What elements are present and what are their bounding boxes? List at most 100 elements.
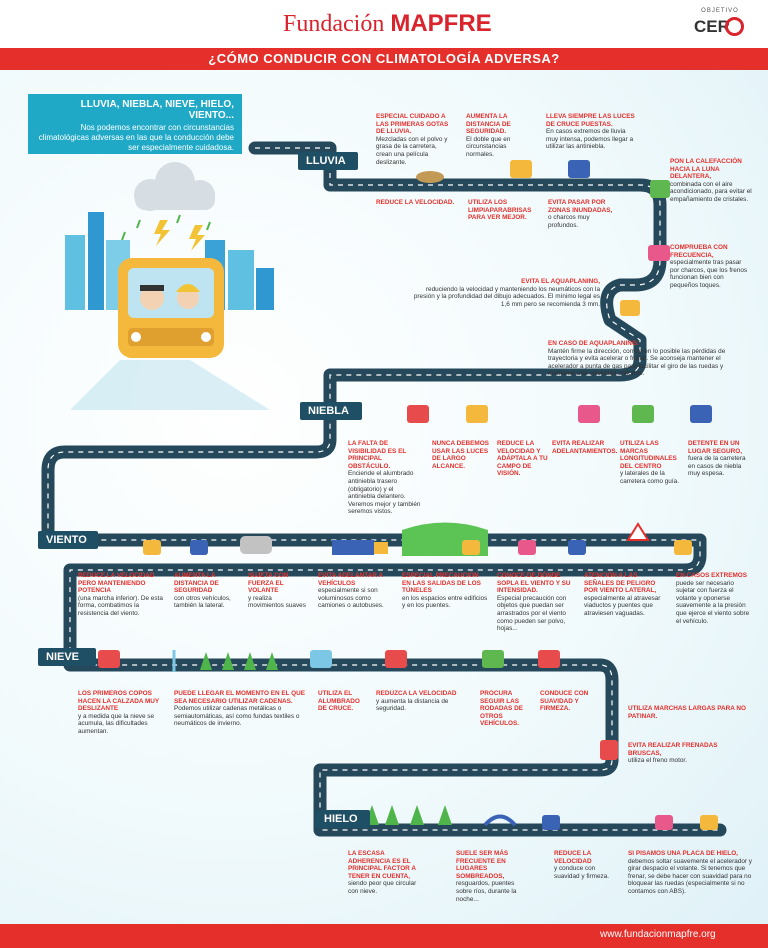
- rain-drops-icon: [121, 214, 211, 241]
- tip-heading: Utiliza el alumbrado de cruce.: [318, 690, 360, 713]
- lightning-icon: [154, 220, 205, 251]
- tip-heading: Si pisamos una placa de hielo,: [628, 850, 738, 857]
- tip-body: siendo peor que circular con nieve.: [348, 880, 417, 895]
- tip-hielo-2: Suele ser más frecuente en lugares sombr…: [456, 850, 520, 903]
- viento-scene: [143, 522, 692, 556]
- tip-lluvia-7: Pon la calefacción hacia la luna delante…: [670, 158, 752, 204]
- tip-heading: Conduce con suavidad y firmeza.: [540, 690, 589, 713]
- tip-heading: Reduce la velocidad y adáptala a tu camp…: [497, 440, 548, 478]
- tip-heading: Especial cuidado a las primeras gotas de…: [376, 113, 449, 136]
- brand-bold: MAPFRE: [390, 10, 492, 37]
- tip-hielo-4: Si pisamos una placa de hielo,debemos so…: [628, 850, 752, 896]
- yellow-car-front-illustration: [70, 258, 270, 410]
- tip-lluvia-9: Evita el aquaplaning,reduciendo la veloc…: [410, 278, 600, 308]
- tip-heading: En caso de aquaplaning:: [548, 340, 640, 347]
- tip-viento-5: Especial precaución en las salidas de lo…: [402, 572, 488, 610]
- tip-heading: Evita adelantar a vehículos: [318, 572, 383, 587]
- tip-body: (una marcha inferior). De esta forma, co…: [78, 594, 163, 617]
- tip-niebla-4: Evita realizar adelantamientos.: [552, 440, 618, 455]
- section-label-nieve: NIEVE: [38, 648, 96, 666]
- tip-nieve-2: Puede llegar el momento en el que sea ne…: [174, 690, 308, 728]
- tip-heading: Reduce la velocidad.: [376, 199, 455, 206]
- tip-heading: Especial precaución en las salidas de lo…: [402, 572, 481, 595]
- tip-viento-1: Reduce la velocidad pero manteniendo pot…: [78, 572, 164, 618]
- footer-bar: [0, 924, 768, 948]
- tip-heading: La escasa adherencia es el principal fac…: [348, 850, 416, 880]
- section-label-viento: VIENTO: [38, 531, 98, 549]
- tip-heading: Aumenta la distancia de seguridad.: [466, 113, 511, 136]
- tip-lluvia-3: Lleva siempre las luces de cruce puestas…: [546, 113, 638, 151]
- tip-heading: Procura seguir las rodadas de otros vehí…: [480, 690, 523, 728]
- tip-heading: Aumenta la distancia de seguridad: [174, 572, 219, 595]
- tip-body: especialmente tras pasar por charcos, qu…: [670, 259, 748, 289]
- tip-heading: Atención a las señales de peligro por vi…: [584, 572, 657, 595]
- tip-nieve-7: Utiliza marchas largas para no patinar.: [628, 705, 748, 720]
- tip-nieve-1: Los primeros copos hacen la calzada muy …: [78, 690, 164, 736]
- tip-heading: Pon la calefacción hacia la luna delante…: [670, 158, 742, 181]
- tip-heading: Comprueba con frecuencia,: [670, 244, 728, 259]
- page-title: ¿CÓMO CONDUCIR CON CLIMATOLOGÍA ADVERSA?: [208, 51, 560, 66]
- section-label-niebla: NIEBLA: [300, 402, 362, 420]
- intro-box: LLUVIA, NIEBLA, NIEVE, HIELO, VIENTO... …: [28, 94, 242, 154]
- tip-body: con otros vehículos, también la lateral.: [174, 594, 231, 610]
- main-canvas: [0, 70, 768, 924]
- tip-heading: Lleva siempre las luces de cruce puestas…: [546, 113, 635, 128]
- tip-heading: Utiliza los limpiaparabrisas para ver me…: [468, 199, 532, 222]
- tip-body: combinada con el aire acondicionado, par…: [670, 180, 752, 203]
- tip-body: y laterales de la carretera como guía.: [620, 470, 679, 485]
- tip-lluvia-6: Evita pasar por zonas inundadas,o charco…: [548, 199, 620, 229]
- tip-body: y aumenta la distancia de seguridad.: [376, 697, 449, 713]
- tip-heading: Conoce de dónde sopla el viento y su int…: [497, 572, 571, 595]
- tip-heading: Los primeros copos hacen la calzada muy …: [78, 690, 160, 713]
- brand-serif: Fundación: [283, 11, 385, 37]
- fundacion-mapfre-logo[interactable]: Fundación MAPFRE: [283, 10, 492, 38]
- tip-heading: Nunca debemos usar las luces de largo al…: [432, 440, 489, 470]
- road-illustration: [41, 141, 727, 837]
- tip-heading: Sujeta con fuerza el volante: [248, 572, 289, 595]
- tip-heading: Utiliza las marcas longitudinales del ce…: [620, 440, 677, 470]
- tip-heading: La falta de visibilidad es el principal …: [348, 440, 407, 470]
- tip-niebla-5: Utiliza las marcas longitudinales del ce…: [620, 440, 682, 486]
- tip-nieve-5: Procura seguir las rodadas de otros vehí…: [480, 690, 538, 728]
- intro-title: LLUVIA, NIEBLA, NIEVE, HIELO, VIENTO...: [80, 99, 234, 121]
- section-label-hielo: HIELO: [316, 810, 370, 828]
- city-skyline-illustration: [65, 212, 274, 310]
- tip-lluvia-2: Aumenta la distancia de seguridad.El dob…: [466, 113, 530, 159]
- tip-body: reduciendo la velocidad y manteniendo lo…: [413, 285, 600, 308]
- lluvia-cars: [416, 160, 670, 316]
- tip-body: Podemos utilizar cadenas metálicas o sem…: [174, 705, 300, 728]
- tip-heading: Reduce la velocidad: [554, 850, 592, 865]
- tip-niebla-2: Nunca debemos usar las luces de largo al…: [432, 440, 490, 470]
- tip-viento-8: En casos extremospuede ser necesario suj…: [676, 572, 752, 625]
- tip-lluvia-4: Reduce la velocidad.: [376, 199, 462, 207]
- tip-body: debemos soltar suavemente el acelerador …: [628, 857, 752, 895]
- tip-body: y realiza movimientos suaves: [248, 594, 306, 610]
- tip-heading: Suele ser más frecuente en lugares sombr…: [456, 850, 509, 880]
- tip-viento-2: Aumenta la distancia de seguridadcon otr…: [174, 572, 238, 610]
- section-label-lluvia: LLUVIA: [298, 152, 358, 170]
- tip-body: resguardos, puentes sobre ríos, durante …: [456, 880, 517, 903]
- tip-viento-7: Atención a las señales de peligro por vi…: [584, 572, 668, 618]
- tip-lluvia-1: Especial cuidado a las primeras gotas de…: [376, 113, 454, 166]
- tip-body: Mantén firme la dirección, corrige en lo…: [548, 347, 726, 378]
- tip-niebla-1: La falta de visibilidad es el principal …: [348, 440, 422, 516]
- footer-url-link[interactable]: www.fundacionmapfre.org: [600, 929, 716, 940]
- tip-niebla-6: Detente en un lugar seguro,fuera de la c…: [688, 440, 748, 478]
- nieve-scene: [98, 650, 618, 760]
- tip-heading: Puede llegar el momento en el que sea ne…: [174, 690, 306, 705]
- tip-body: especialmente si son voluminosos como ca…: [318, 587, 384, 610]
- niebla-cars: [407, 405, 712, 423]
- tip-body: El doble que en circunstancias normales.: [466, 135, 511, 158]
- intro-body: Nos podemos encontrar con circunstancias…: [38, 123, 234, 152]
- cero-ring-icon: [725, 17, 744, 36]
- tip-lluvia-5: Utiliza los limpiaparabrisas para ver me…: [468, 199, 538, 222]
- tip-body: Especial precaución con objetos que pued…: [497, 594, 567, 633]
- tip-heading: Reduzca la velocidad: [376, 690, 457, 697]
- header: [0, 0, 768, 48]
- tip-heading: Evita realizar adelantamientos.: [552, 440, 618, 455]
- tip-body: especialmente al atravesar viaductos y p…: [584, 594, 661, 617]
- hielo-scene: [365, 805, 718, 830]
- tip-lluvia-8: Comprueba con frecuencia,especialmente t…: [670, 244, 752, 290]
